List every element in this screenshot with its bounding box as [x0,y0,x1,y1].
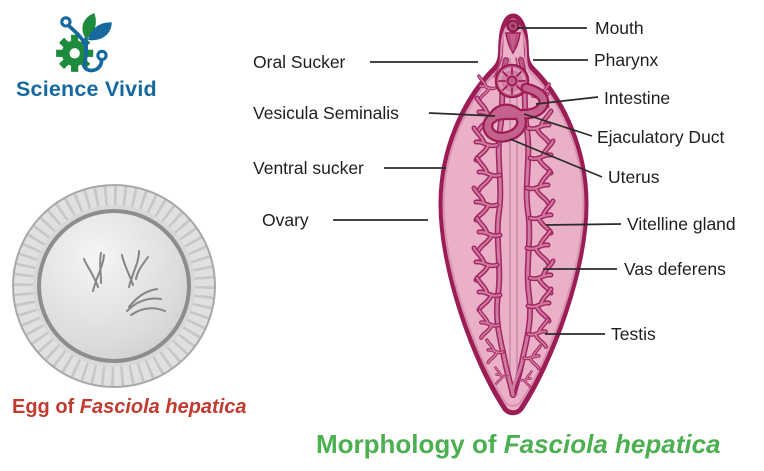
stem-tip-circle-left [60,16,72,28]
main-title: Morphology of Fasciola hepatica [316,429,721,460]
egg-caption-prefix: Egg of [12,396,80,418]
label-ejaculatory-duct: Ejaculatory Duct [597,127,725,147]
stem-tip-circle-right [96,49,108,62]
egg-filaments [83,250,166,316]
egg-caption-species: Fasciola hepatica [79,396,247,418]
egg-caption: Egg of Fasciola hepatica [12,396,247,419]
ventral-sucker-organ [494,63,530,99]
egg-illustration [12,184,216,388]
label-pharynx: Pharynx [594,50,659,70]
uterus-coil-organ [482,82,550,143]
egg-inner-membrane [37,209,191,363]
label-vesicula-seminalis: Vesicula Seminalis [253,103,399,123]
label-ovary: Ovary [262,210,309,230]
label-vitelline-gland: Vitelline gland [627,214,736,234]
label-testis: Testis [611,324,656,344]
gear-icon [56,34,94,72]
leader-lines [333,27,622,335]
brand-name: Science Vivid [16,77,157,101]
science-vivid-logo-icon [56,13,112,73]
leaf-icon-blue [88,22,112,41]
label-mouth: Mouth [595,18,644,38]
label-oral-sucker: Oral Sucker [253,52,346,72]
label-ventral-sucker: Ventral sucker [253,158,364,178]
label-uterus: Uterus [608,167,660,187]
label-intestine: Intestine [604,88,671,108]
main-title-prefix: Morphology of [316,429,504,459]
main-title-species: Fasciola hepatica [503,429,721,459]
label-vas-deferens: Vas deferens [624,259,726,279]
